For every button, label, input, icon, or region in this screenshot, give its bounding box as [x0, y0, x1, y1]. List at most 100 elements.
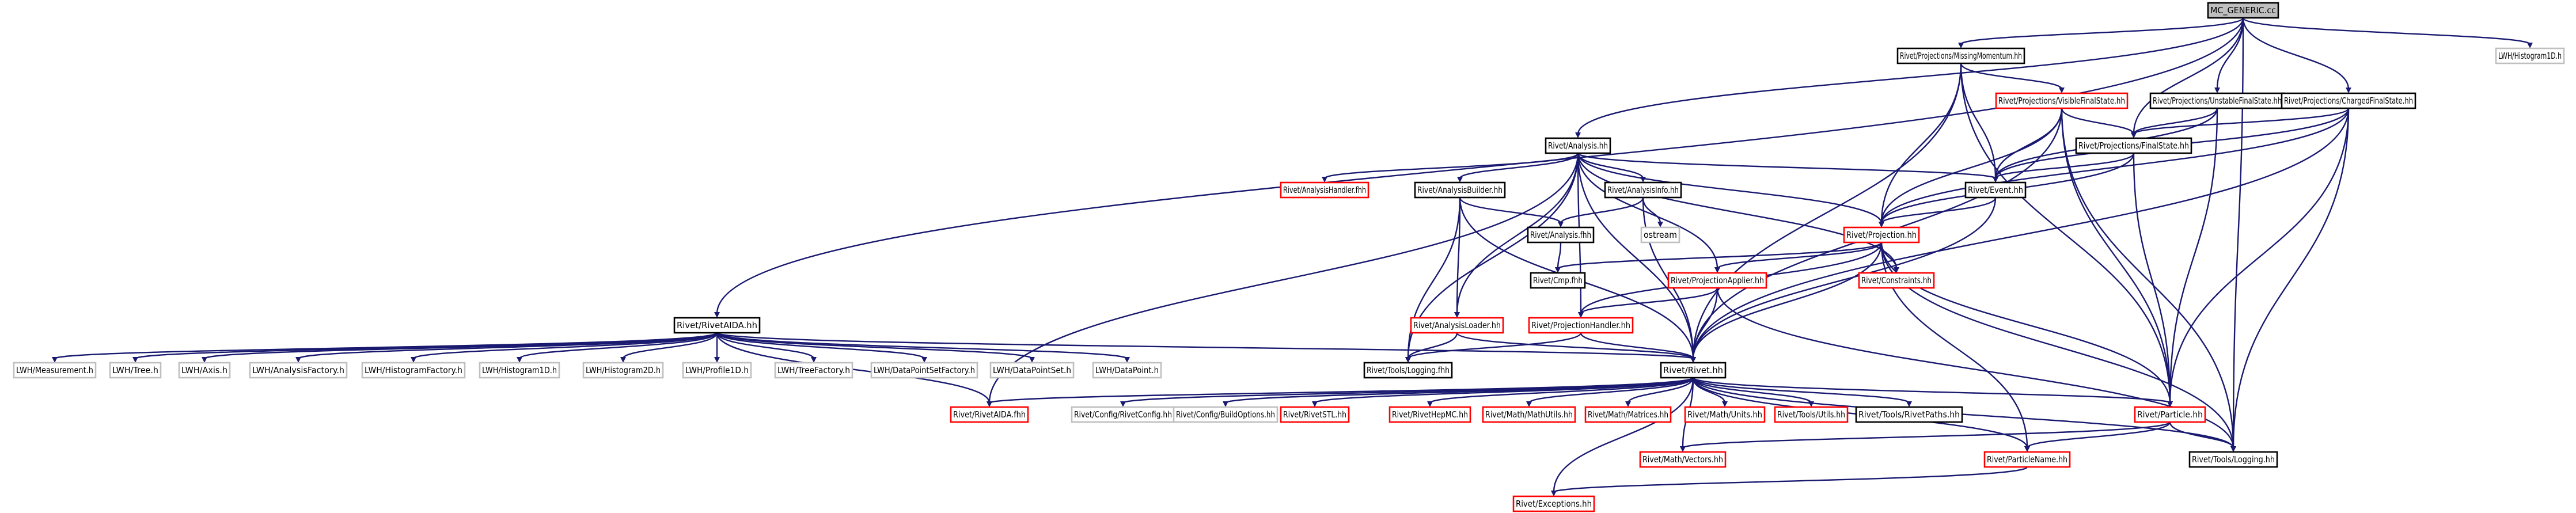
graph-node-logf[interactable]: Rivet/Tools/Logging.fhh — [1363, 362, 1453, 379]
graph-node-pname[interactable]: Rivet/ParticleName.hh — [1983, 451, 2071, 468]
node-label: Rivet/Config/BuildOptions.hh — [1176, 409, 1275, 420]
graph-node-raidaf[interactable]: Rivet/RivetAIDA.fhh — [950, 406, 1029, 423]
graph-node-tutils[interactable]: Rivet/Tools/Utils.hh — [1774, 406, 1849, 423]
node-label: Rivet/Config/RivetConfig.hh — [1074, 409, 1172, 420]
edge-arrowhead — [517, 357, 522, 363]
dependency-edge — [1716, 242, 1883, 270]
graph-node-ahf[interactable]: Rivet/AnalysisHandler.fhh — [1280, 181, 1369, 199]
dependency-edge — [1580, 287, 1718, 314]
graph-node-phandler[interactable]: Rivet/ProjectionHandler.hh — [1528, 317, 1634, 334]
edge-arrowhead — [2024, 446, 2030, 452]
graph-node-cfs[interactable]: Rivet/Projections/ChargedFinalState.hh — [2281, 92, 2416, 109]
edge-arrowhead — [1657, 222, 1663, 227]
node-box — [1482, 406, 1576, 423]
graph-node-ev[interactable]: Rivet/Event.hh — [1964, 181, 2027, 199]
graph-node-particle[interactable]: Rivet/Particle.hh — [2134, 406, 2206, 423]
node-label: Rivet/ProjectionHandler.hh — [1531, 320, 1630, 330]
node-box — [1774, 406, 1849, 423]
nodes-layer: MC_GENERIC.ccRivet/Projections/MissingMo… — [13, 2, 2565, 512]
node-label: ostream — [1644, 230, 1677, 240]
dependency-edge — [1577, 153, 1718, 269]
graph-node-cons[interactable]: Rivet/Constraints.hh — [1858, 272, 1935, 289]
edge-arrowhead — [1558, 222, 1564, 227]
dependency-edge — [2169, 108, 2218, 404]
node-label: LWH/Histogram1D.h — [482, 365, 557, 375]
edge-arrowhead — [1457, 177, 1463, 183]
node-box — [1530, 272, 1586, 289]
dependency-edge — [2169, 421, 2234, 449]
dependency-edge — [1323, 152, 1579, 180]
dependency-edge — [1456, 197, 1461, 314]
node-label: Rivet/AnalysisHandler.fhh — [1283, 185, 1366, 195]
dependency-edge — [1960, 63, 2063, 90]
graph-node-lwh_dpsf: LWH/DataPointSetFactory.h — [870, 362, 978, 379]
dependency-edge — [1880, 108, 2350, 224]
edge-arrowhead — [1551, 491, 1557, 496]
node-box — [361, 362, 466, 379]
node-label: Rivet/Projections/MissingMomentum.hh — [1900, 51, 2022, 61]
graph-node-ab[interactable]: Rivet/AnalysisBuilder.hh — [1414, 181, 1506, 199]
node-label: Rivet/Analysis.fhh — [1530, 230, 1591, 240]
graph-node-rpaths[interactable]: Rivet/Tools/RivetPaths.hh — [1855, 406, 1963, 423]
dependency-edge — [1314, 377, 1694, 404]
node-label: Rivet/Projections/UnstableFinalState.hh — [2153, 96, 2282, 106]
node-label: Rivet/ParticleName.hh — [1987, 454, 2067, 465]
graph-node-ai[interactable]: Rivet/AnalysisInfo.hh — [1604, 181, 1682, 199]
edge-arrowhead — [1958, 43, 1964, 48]
graph-node-lwh_af: LWH/AnalysisFactory.h — [249, 362, 348, 379]
node-box — [1660, 362, 1727, 379]
dependency-edge — [1407, 332, 1582, 360]
graph-node-vfs[interactable]: Rivet/Projections/VisibleFinalState.hh — [1995, 92, 2129, 109]
graph-node-mm[interactable]: Rivet/Projections/MissingMomentum.hh — [1896, 47, 2025, 64]
graph-node-fs[interactable]: Rivet/Projections/FinalState.hh — [2075, 137, 2192, 154]
graph-node-anaf[interactable]: Rivet/Analysis.fhh — [1527, 226, 1595, 244]
graph-node-ana[interactable]: Rivet/Analysis.hh — [1545, 137, 1611, 154]
node-box — [249, 362, 348, 379]
graph-node-proj[interactable]: Rivet/Projection.hh — [1843, 226, 1920, 244]
edge-arrowhead — [1124, 357, 1130, 363]
graph-node-munits[interactable]: Rivet/Math/Units.hh — [1684, 406, 1766, 423]
node-box — [1584, 406, 1672, 423]
edge-arrowhead — [2214, 88, 2220, 93]
dependency-edge — [1429, 377, 1694, 404]
dependency-edge — [1994, 153, 2135, 180]
graph-node-aloader[interactable]: Rivet/AnalysisLoader.hh — [1410, 317, 1504, 334]
graph-node-exc[interactable]: Rivet/Exceptions.hh — [1512, 495, 1595, 512]
graph-node-papp[interactable]: Rivet/ProjectionApplier.hh — [1667, 272, 1767, 289]
edge-arrowhead — [2167, 401, 2173, 407]
graph-node-logging[interactable]: Rivet/Tools/Logging.hh — [2188, 451, 2278, 468]
graph-node-mmat[interactable]: Rivet/Math/Matrices.hh — [1584, 406, 1672, 423]
node-label: Rivet/Analysis.hh — [1548, 140, 1608, 151]
edge-arrowhead — [987, 401, 992, 407]
dependency-edge — [1682, 421, 2171, 449]
edge-arrowhead — [411, 357, 416, 363]
graph-node-root: MC_GENERIC.cc — [2207, 2, 2279, 19]
node-box — [1995, 92, 2129, 109]
node-label: Rivet/Tools/Logging.hh — [2192, 454, 2275, 465]
dependency-edge — [622, 332, 718, 359]
graph-node-cmpf[interactable]: Rivet/Cmp.fhh — [1530, 272, 1586, 289]
node-label: Rivet/Math/MathUtils.hh — [1485, 409, 1573, 420]
graph-node-rivet[interactable]: Rivet/Rivet.hh — [1660, 362, 1727, 379]
node-label: MC_GENERIC.cc — [2210, 5, 2276, 16]
edge-arrowhead — [1223, 401, 1228, 407]
graph-node-stl[interactable]: Rivet/RivetSTL.hh — [1280, 406, 1350, 423]
dependency-edge — [1960, 63, 2171, 404]
dependency-edge — [988, 153, 1579, 404]
node-label: LWH/TreeFactory.h — [777, 365, 850, 375]
graph-node-ufs[interactable]: Rivet/Projections/UnstableFinalState.hh — [2149, 92, 2285, 109]
dependency-edge — [1407, 197, 1461, 359]
node-label: LWH/DataPointSetFactory.h — [874, 365, 975, 375]
graph-node-hepmc[interactable]: Rivet/RivetHepMC.hh — [1388, 406, 1471, 423]
node-box — [950, 406, 1029, 423]
node-box — [1983, 451, 2071, 468]
graph-node-vec[interactable]: Rivet/Math/Vectors.hh — [1639, 451, 1727, 468]
dependency-edge — [1577, 153, 1644, 179]
graph-node-mutils[interactable]: Rivet/Math/MathUtils.hh — [1482, 406, 1576, 423]
node-box — [774, 362, 853, 379]
node-label: Rivet/Math/Units.hh — [1687, 409, 1762, 420]
dependency-edge — [1560, 197, 1644, 224]
graph-node-raida[interactable]: Rivet/RivetAIDA.hh — [673, 317, 761, 334]
edge-arrowhead — [132, 357, 138, 363]
edge-arrowhead — [1808, 401, 1814, 407]
